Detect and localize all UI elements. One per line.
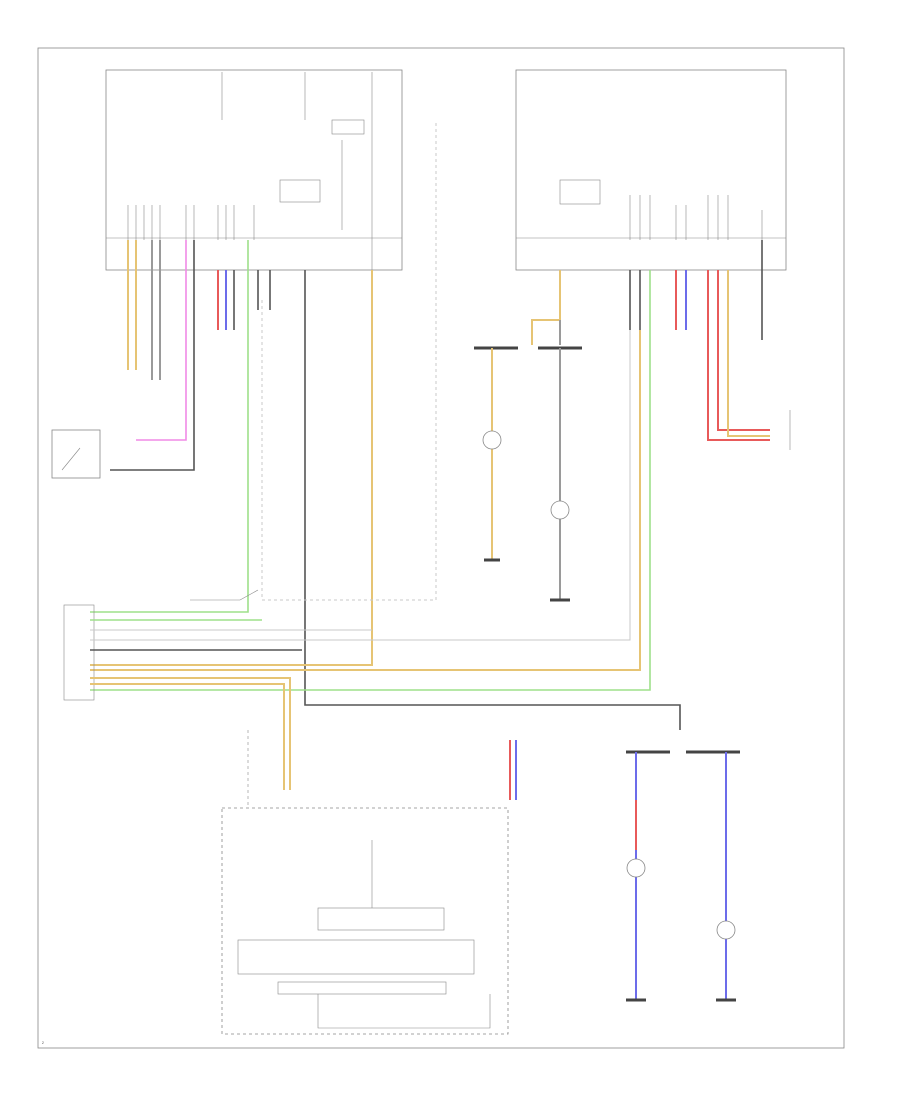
bottom-control-module (221, 807, 509, 1035)
left-module-internal-feeds (221, 72, 373, 270)
left-module-pins (127, 205, 255, 240)
left-switch-box (51, 429, 101, 479)
left-control-module (105, 69, 403, 271)
center-switch (190, 589, 259, 601)
bottom-connector-wires (509, 740, 517, 800)
bottom-right-lamp-circuit (626, 750, 740, 1002)
right-module-relay (559, 179, 601, 205)
diagram-border (37, 47, 845, 1049)
bottom-module-relay (317, 907, 445, 931)
right-wire-harness (90, 240, 791, 691)
bottom-module-controller (237, 939, 475, 975)
bottom-module-sub-controller (277, 981, 447, 995)
right-control-module (515, 69, 787, 271)
left-switch-contact (61, 447, 81, 471)
center-lamp-circuit (474, 346, 582, 602)
lamp-bottom-left (626, 858, 646, 878)
left-connector-block (63, 330, 631, 790)
lamp-bottom-right (716, 920, 736, 940)
lamp-left (482, 430, 502, 450)
diagram-code-label: 2 (42, 1041, 44, 1045)
left-wire-harness (90, 120, 681, 730)
lamp-right (550, 500, 570, 520)
right-module-pins (629, 195, 763, 240)
